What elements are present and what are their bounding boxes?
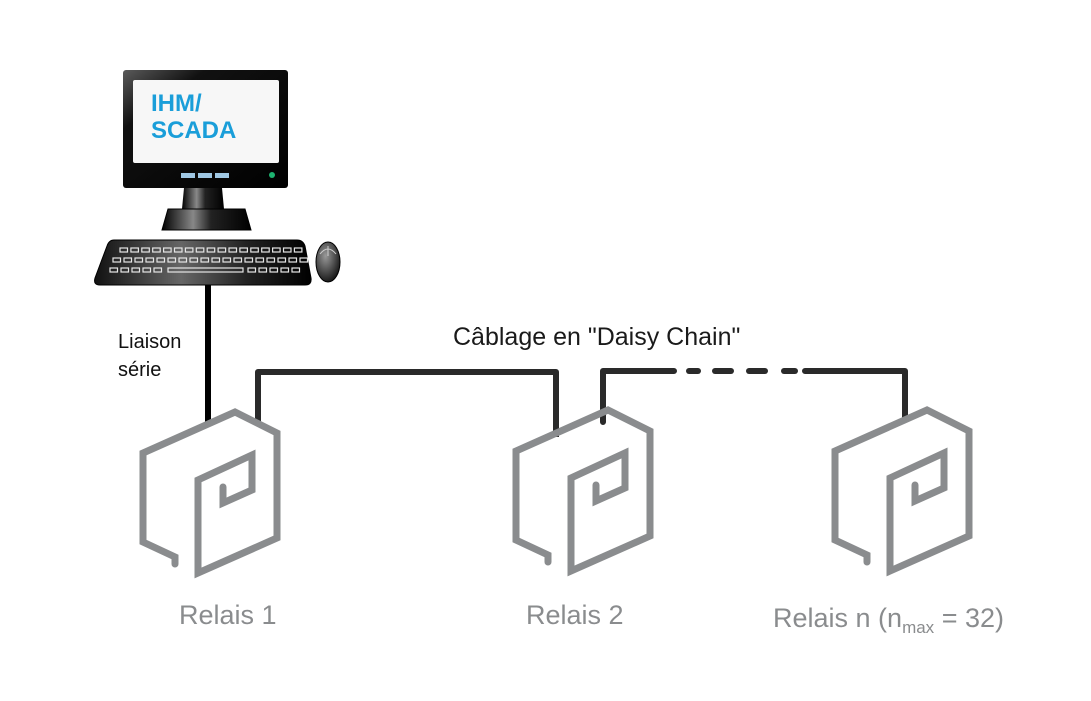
screen-label: IHM/ SCADA [151,90,236,144]
relay-n-label-prefix: Relais n (n [773,603,903,633]
serial-link-label-line1: Liaison [118,331,182,353]
keyboard-key [134,257,144,263]
daisy-chain-label: Câblage en "Daisy Chain" [453,323,741,351]
screen-label-line2: SCADA [151,117,237,144]
monitor-button [181,173,195,178]
keyboard-key [141,247,150,253]
keyboard-key [142,267,152,273]
relay-n-label: Relais n (nmax = 32) [773,603,1004,638]
daisy-chain-cable-n-end [802,368,908,423]
keyboard-key [119,247,129,253]
keyboard-key [163,247,172,253]
keyboard-key [299,257,309,263]
keyboard-key [200,257,210,263]
keyboard-key [178,257,188,263]
keyboard-key [206,247,216,253]
daisy-chain-cable-1-2 [255,369,559,437]
keyboard-key [112,257,122,263]
keyboard-key [280,267,290,273]
relay-n-label-suffix: = 32) [934,603,1004,633]
keyboard-key [233,257,243,263]
keyboard-key [291,267,301,273]
keyboard-key [244,257,254,263]
power-led-icon [269,172,275,178]
keyboard-key [250,247,259,253]
keyboard-key [123,257,133,263]
keyboard-icon [94,239,312,286]
relay-2-label: Relais 2 [526,600,624,630]
relay-1-label: Relais 1 [179,600,277,630]
keyboard-key [145,257,155,263]
relay-2-icon [516,410,650,571]
keyboard-key [156,257,166,263]
relay-n-label-sub: max [902,618,935,637]
keyboard-key [131,267,141,273]
monitor-button [198,173,212,178]
monitor-button [215,173,229,178]
monitor-neck [182,188,224,209]
keyboard-key [277,257,287,263]
screen-label-line1: IHM/ [151,90,202,117]
keyboard-key [239,247,248,253]
keyboard-key [272,247,281,253]
keyboard-key [189,257,199,263]
relay-1-icon [143,412,277,573]
keyboard-key [173,247,183,253]
keyboard-key [266,257,276,263]
keyboard-key [195,247,205,253]
keyboard-key [293,247,303,253]
serial-link-label-line2: série [118,359,162,381]
keyboard-key [269,267,279,273]
keyboard-key [109,267,119,273]
keyboard-spacebar [167,267,244,273]
keyboard-key [167,257,177,263]
keyboard-key [261,247,270,253]
keyboard-key [153,267,163,273]
keyboard-key [211,257,221,263]
daisy-chain-cable-2-start [600,368,677,425]
keyboard-key [282,247,292,253]
computer-icon [123,70,288,231]
keyboard-key [184,247,194,253]
keyboard-key [288,257,298,263]
keyboard-key [130,247,139,253]
keyboard-key [222,257,232,263]
serial-link-label: Liaison série [118,328,181,384]
keyboard-key [217,247,227,253]
keyboard-key [255,257,265,263]
mouse-icon [315,241,341,283]
monitor-base [161,208,252,231]
keyboard-key [258,267,268,273]
monitor-screen [133,80,279,163]
relay-n-icon [835,410,969,571]
keyboard-key [120,267,130,273]
keyboard-key [247,267,257,273]
keyboard-key [228,247,238,253]
keyboard-key [152,247,161,253]
